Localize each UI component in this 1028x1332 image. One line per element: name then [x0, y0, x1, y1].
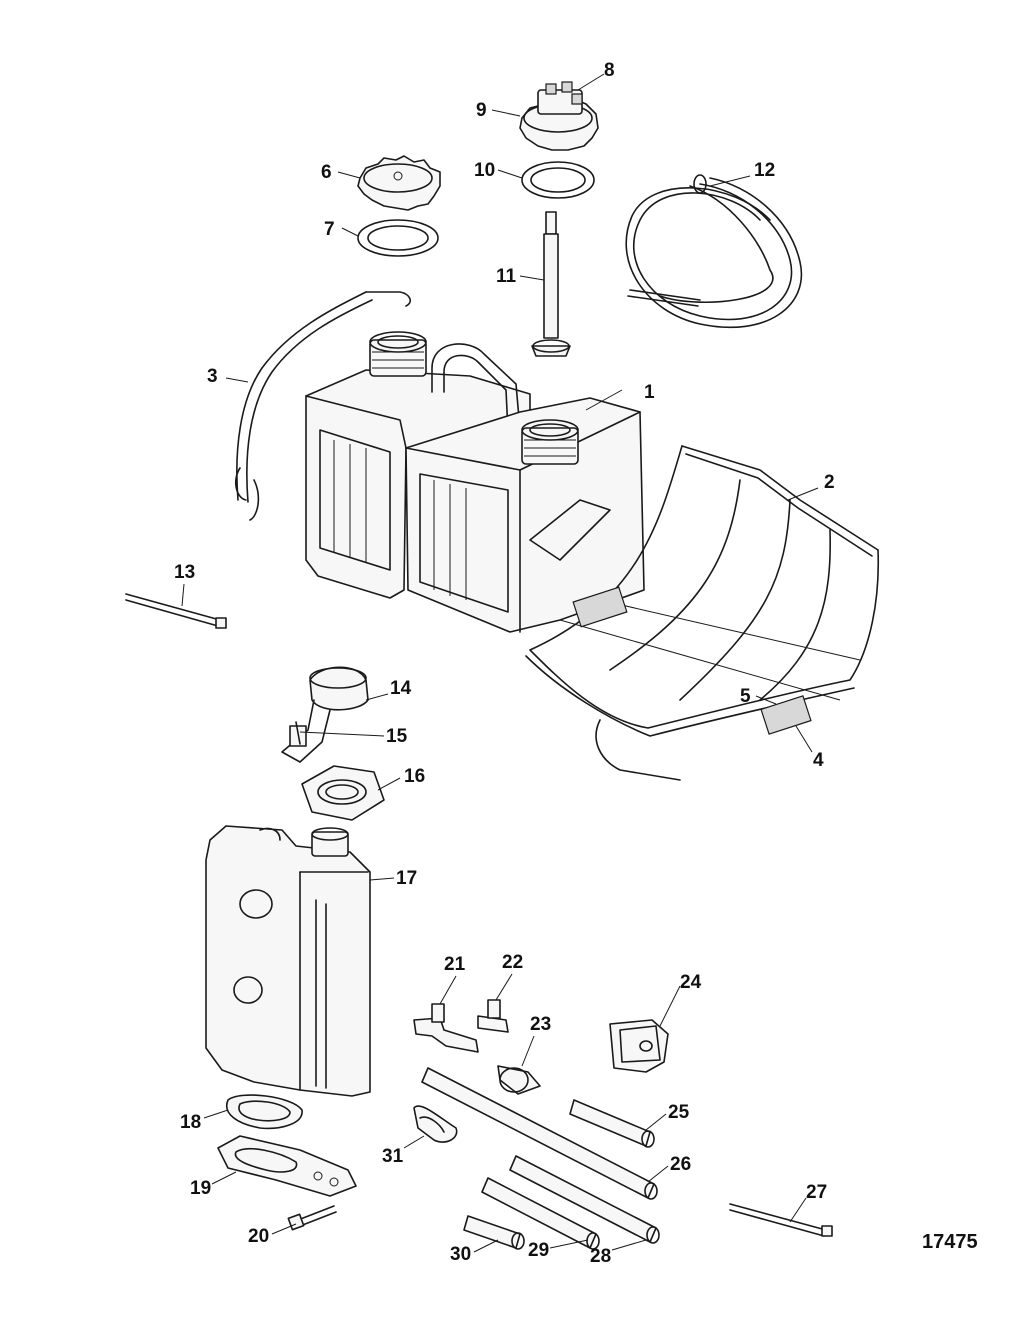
callout-11: 11	[496, 266, 517, 287]
callout-29: 29	[528, 1240, 549, 1261]
callout-28: 28	[590, 1246, 611, 1267]
callout-7: 7	[324, 219, 335, 240]
pickup-cap-drawing	[519, 81, 599, 151]
callout-labels: 1 2 3 4 5 6 7 8 9 10 11 12 13 14 15 16 1…	[174, 60, 835, 1267]
hose-30-drawing	[463, 1215, 525, 1250]
hose-coil-drawing	[625, 174, 803, 329]
hose-29-drawing	[481, 1177, 600, 1250]
hose-26-drawing	[421, 1067, 658, 1200]
callout-1: 1	[644, 382, 655, 403]
callout-17: 17	[396, 868, 417, 889]
callout-22: 22	[502, 952, 523, 973]
callout-4: 4	[813, 750, 824, 771]
mounting-plate-drawing	[217, 1135, 357, 1197]
tank-tray-drawing	[525, 445, 880, 781]
callout-14: 14	[390, 678, 412, 699]
callout-15: 15	[386, 726, 408, 747]
callout-25: 25	[668, 1102, 690, 1123]
clamp-drawing	[413, 1105, 458, 1143]
callout-18: 18	[180, 1112, 201, 1133]
figure-number: 17475	[922, 1231, 978, 1253]
leader-lines	[181, 73, 819, 1253]
vent-cap-drawing	[281, 666, 369, 763]
tie-strap-27-drawing	[729, 1203, 833, 1237]
pickup-gasket-drawing	[521, 161, 595, 199]
filler-cap-drawing	[357, 155, 441, 211]
fitting-21-drawing	[413, 1003, 479, 1053]
callout-16: 16	[404, 766, 425, 787]
callout-9: 9	[476, 100, 487, 121]
callout-24: 24	[680, 972, 702, 993]
pickup-tube-drawing	[531, 211, 571, 357]
fitting-23-drawing	[497, 1065, 541, 1095]
tank-gasket-drawing	[225, 1094, 303, 1130]
strap-drawing	[234, 291, 412, 521]
callout-20: 20	[248, 1226, 269, 1247]
cap-gasket-drawing	[357, 219, 439, 257]
portable-tank-drawing	[205, 825, 371, 1097]
tie-strap-drawing	[125, 593, 227, 629]
callout-12: 12	[754, 160, 775, 181]
callout-23: 23	[530, 1014, 551, 1035]
callout-13: 13	[174, 562, 195, 583]
cap-adapter-drawing	[301, 765, 385, 821]
callout-31: 31	[382, 1146, 404, 1167]
callout-19: 19	[190, 1178, 211, 1199]
callout-21: 21	[444, 954, 466, 975]
twin-tank-drawing	[305, 331, 645, 633]
callout-30: 30	[450, 1244, 471, 1265]
callout-5: 5	[740, 686, 751, 707]
callout-8: 8	[604, 60, 615, 81]
callout-2: 2	[824, 472, 835, 493]
callout-27: 27	[806, 1182, 827, 1203]
hose-28-drawing	[509, 1155, 660, 1244]
fitting-22-drawing	[477, 999, 509, 1033]
callout-26: 26	[670, 1154, 691, 1175]
hose-25-drawing	[569, 1099, 655, 1148]
clip-drawing	[609, 1019, 669, 1073]
callout-10: 10	[474, 160, 495, 181]
callout-6: 6	[321, 162, 332, 183]
screw-drawing	[287, 1205, 337, 1231]
callout-3: 3	[207, 366, 218, 387]
